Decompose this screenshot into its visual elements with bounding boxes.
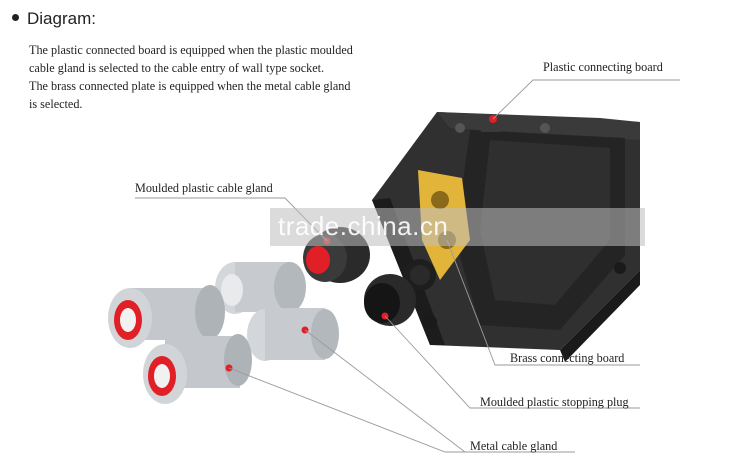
moulded-plastic-stopping-plug-part <box>364 274 416 326</box>
diagram-heading: Diagram: <box>12 9 96 29</box>
metal-fitting-upper <box>215 262 306 314</box>
label-metal-cable-gland: Metal cable gland <box>470 439 558 453</box>
label-moulded-plastic-stopping-plug: Moulded plastic stopping plug <box>480 395 629 409</box>
label-plastic-connecting-board: Plastic connecting board <box>543 60 663 74</box>
leader-stopping-plug <box>384 315 640 409</box>
watermark: trade.china.cn <box>270 208 645 246</box>
description-line-2: cable gland is selected to the cable ent… <box>29 61 325 75</box>
metal-cable-gland-lower <box>143 334 252 404</box>
leader-metal-cable-gland-1 <box>228 367 575 453</box>
leader-metal-cable-gland-2 <box>304 329 466 453</box>
heading-text: Diagram: <box>27 9 96 28</box>
leader-lines <box>135 79 680 453</box>
label-brass-connecting-board: Brass connecting board <box>510 351 625 365</box>
leader-plastic-connecting-board <box>492 79 680 120</box>
metal-cable-gland-upper <box>108 285 225 348</box>
bullet-icon <box>12 14 19 22</box>
leader-brass-connecting-board <box>446 239 640 366</box>
description-line-4: is selected. <box>29 97 83 111</box>
description-line-3: The brass connected plate is equipped wh… <box>29 79 351 93</box>
label-moulded-plastic-cable-gland: Moulded plastic cable gland <box>135 181 273 195</box>
watermark-text: trade.china.cn <box>278 211 449 241</box>
description: The plastic connected board is equipped … <box>29 41 389 113</box>
metal-fitting-lower <box>247 308 339 361</box>
description-line-1: The plastic connected board is equipped … <box>29 43 353 57</box>
